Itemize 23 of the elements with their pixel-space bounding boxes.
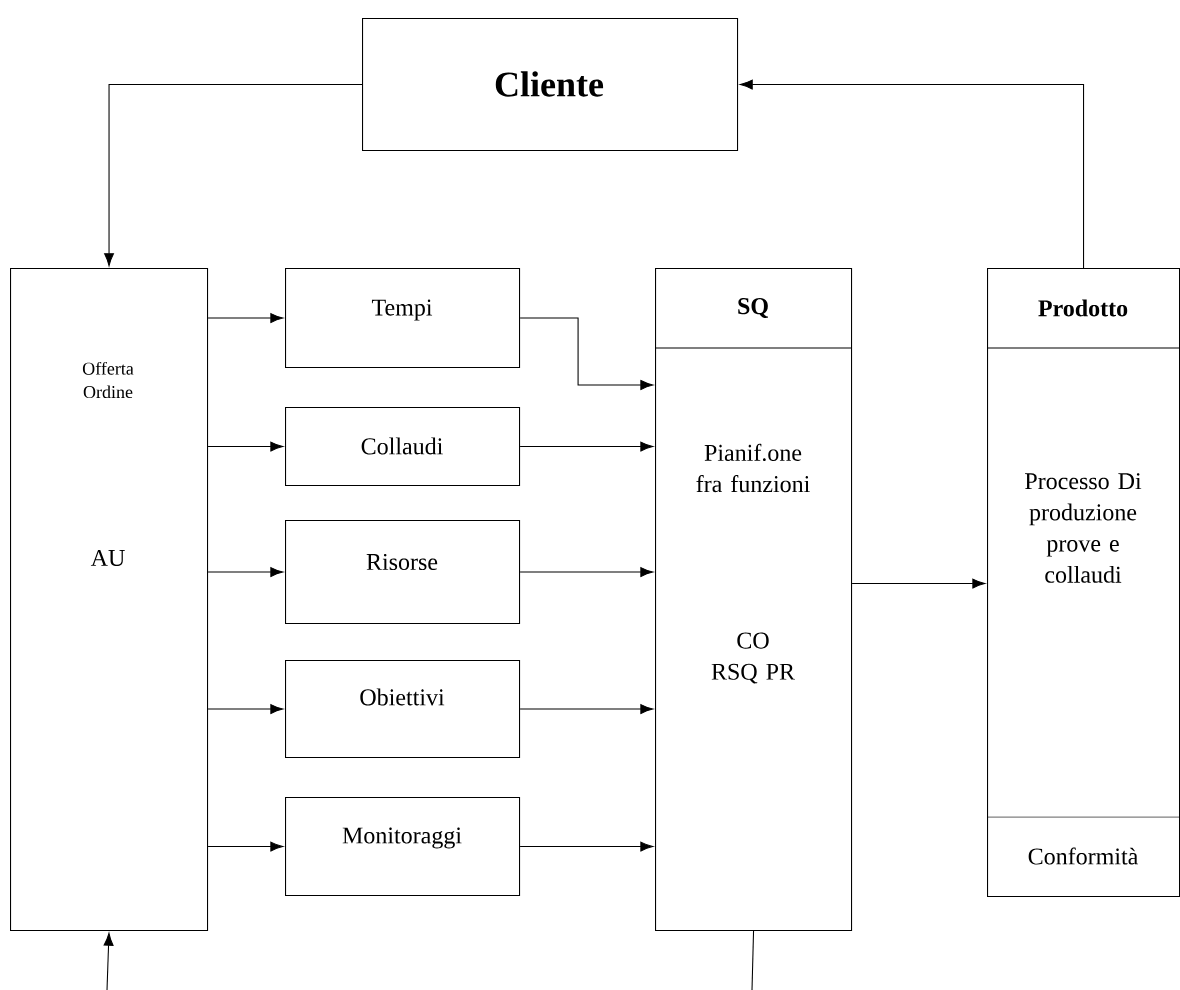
arrow — [519, 317, 654, 390]
arrow — [519, 704, 654, 714]
arrow — [207, 441, 284, 452]
arrow — [739, 79, 1085, 269]
column-box: Prodotto Processo Di produzione prove e collaudi Conformità — [986, 268, 1180, 898]
arrow — [519, 567, 654, 577]
process-box: Tempi — [285, 268, 521, 369]
process-box: Collaudi — [285, 407, 521, 487]
arrow — [207, 313, 284, 323]
column-box: SQ Pianif.one fra funzioni CO RSQ PR — [654, 268, 853, 932]
arrow — [207, 704, 284, 714]
process-box: Risorse — [285, 520, 521, 625]
arrow — [207, 567, 284, 577]
arrow — [519, 441, 654, 452]
arrow — [519, 841, 654, 852]
arrow — [851, 578, 986, 589]
process-box: Obiettivi — [285, 660, 521, 759]
process-box: Offerta Ordine AU — [10, 268, 209, 932]
arrow — [207, 841, 284, 852]
arrow — [104, 84, 363, 267]
process-box: Monitoraggi — [285, 797, 521, 897]
arrow — [103, 932, 114, 990]
process-box: Cliente — [362, 18, 739, 152]
